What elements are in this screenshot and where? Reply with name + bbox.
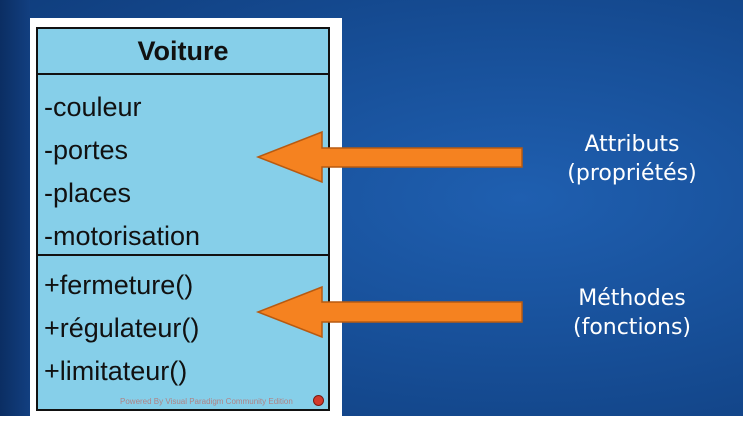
- method-regulateur: +régulateur(): [44, 313, 200, 343]
- methods-arrow-icon: [255, 285, 523, 339]
- methods-section: +fermeture() +régulateur() +limitateur(): [38, 256, 328, 393]
- attributes-label-line2: (propriétés): [567, 161, 697, 186]
- attribute-couleur: -couleur: [44, 92, 142, 122]
- class-name: Voiture: [38, 29, 328, 75]
- methods-label-line2: (fonctions): [572, 315, 691, 340]
- attributes-arrow-icon: [255, 130, 523, 184]
- method-fermeture: +fermeture(): [44, 270, 194, 300]
- attributes-label-line1: Attributs: [584, 132, 680, 157]
- attribute-portes: -portes: [44, 135, 129, 165]
- attribute-places: -places: [44, 178, 132, 208]
- attribute-motorisation: -motorisation: [44, 221, 201, 251]
- attributes-section: -couleur -portes -places -motorisation: [38, 75, 328, 256]
- method-limitateur: +limitateur(): [44, 356, 188, 386]
- visual-paradigm-logo-icon: [313, 395, 324, 406]
- slide-left-band: [0, 0, 30, 440]
- attributes-label: Attributs (propriétés): [552, 130, 712, 188]
- methods-label-line1: Méthodes: [578, 286, 686, 311]
- slide-bottom-strip: [0, 416, 743, 440]
- visual-paradigm-watermark: Powered By Visual Paradigm Community Edi…: [120, 397, 293, 406]
- uml-class-box: Voiture -couleur -portes -places -motori…: [36, 27, 330, 411]
- methods-label: Méthodes (fonctions): [552, 284, 712, 342]
